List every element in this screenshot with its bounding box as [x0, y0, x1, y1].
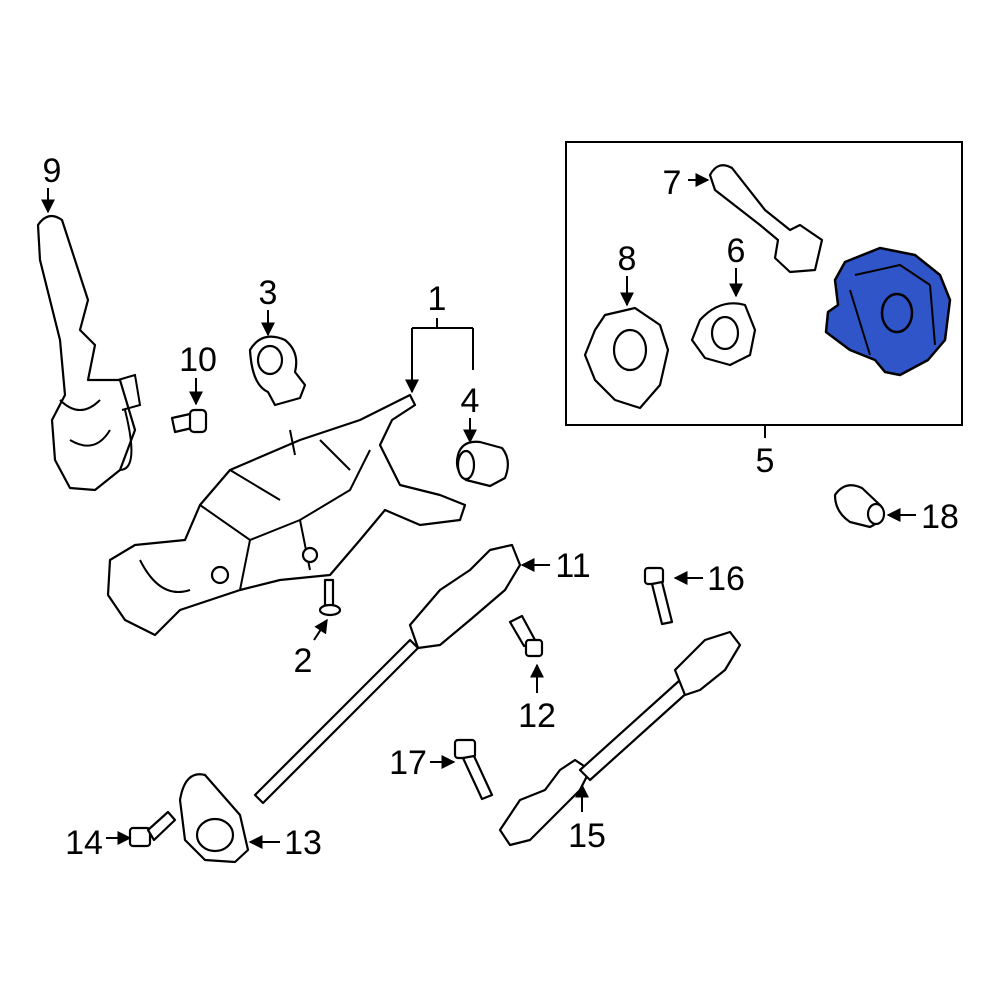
leader-lines — [41, 173, 916, 849]
callout-8: 8 — [618, 240, 637, 278]
callout-10: 10 — [179, 341, 217, 379]
callout-17: 17 — [389, 744, 427, 782]
callout-6: 6 — [727, 232, 746, 270]
callout-16: 16 — [707, 560, 745, 598]
part-17-bolt[interactable] — [453, 738, 494, 801]
part-3-ring[interactable] — [248, 335, 307, 407]
part-7-stalk[interactable] — [708, 164, 824, 274]
callout-13: 13 — [284, 824, 322, 862]
part-2-bolt[interactable] — [318, 578, 342, 617]
part-4-cylinder[interactable] — [455, 440, 509, 488]
callout-14: 14 — [65, 824, 103, 862]
callout-9: 9 — [43, 152, 62, 190]
part-18-bushing[interactable] — [833, 484, 886, 529]
callout-4: 4 — [461, 382, 480, 420]
callout-12: 12 — [518, 697, 556, 735]
callout-18: 18 — [921, 498, 959, 536]
callout-11: 11 — [555, 547, 590, 585]
callout-3: 3 — [259, 274, 278, 312]
part-9-switch[interactable] — [36, 214, 142, 492]
part-14-bolt[interactable] — [128, 810, 177, 848]
part-10-bolt[interactable] — [170, 408, 208, 434]
callout-1: 1 — [428, 280, 447, 318]
callout-2: 2 — [294, 642, 313, 680]
callout-15: 15 — [568, 817, 606, 855]
part-8-clockspring-housing[interactable] — [583, 306, 670, 410]
part-1-column[interactable] — [106, 393, 467, 637]
part-16-bolt[interactable] — [643, 566, 674, 626]
part-clock-spring-highlighted[interactable] — [824, 246, 952, 377]
part-15-shaft[interactable] — [498, 630, 742, 847]
callout-7: 7 — [663, 164, 682, 202]
callout-5: 5 — [756, 442, 775, 480]
part-13-boot[interactable] — [178, 773, 250, 864]
part-12-bolt[interactable] — [508, 614, 544, 658]
part-6-sensor[interactable] — [690, 302, 757, 367]
part-11-shaft[interactable] — [253, 543, 522, 805]
